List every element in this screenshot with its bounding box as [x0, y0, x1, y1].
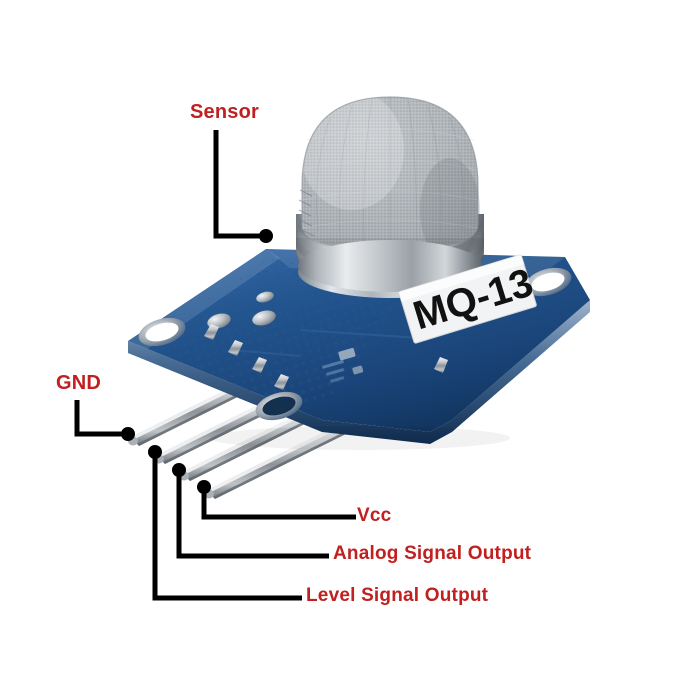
solder-joints [207, 291, 276, 329]
leader-line-sensor [213, 130, 263, 239]
mounting-hole [255, 391, 303, 421]
pin-stubs [204, 324, 448, 390]
callout-label-level-signal-output: Level Signal Output [306, 585, 489, 606]
leader-dot-gnd [121, 427, 135, 441]
callout-label-gnd: GND [56, 372, 102, 394]
leader-dot-sensor [259, 229, 273, 243]
leader-dot-vcc [197, 480, 211, 494]
leader-line-vcc [201, 490, 356, 520]
callout-label-vcc: Vcc [357, 505, 392, 526]
leader-line-level-signal-output [152, 455, 302, 601]
mounting-hole [524, 267, 572, 297]
leader-line-analog-signal-output [176, 473, 329, 559]
leader-line-gnd [74, 400, 125, 437]
callout-label-sensor: Sensor [190, 101, 260, 123]
metal-sensor-can [296, 92, 484, 298]
mounting-hole [138, 317, 186, 347]
callout-label-analog-signal-output: Analog Signal Output [333, 543, 532, 564]
leader-dot-level-signal-output [148, 445, 162, 459]
leader-dot-analog-signal-output [172, 463, 186, 477]
